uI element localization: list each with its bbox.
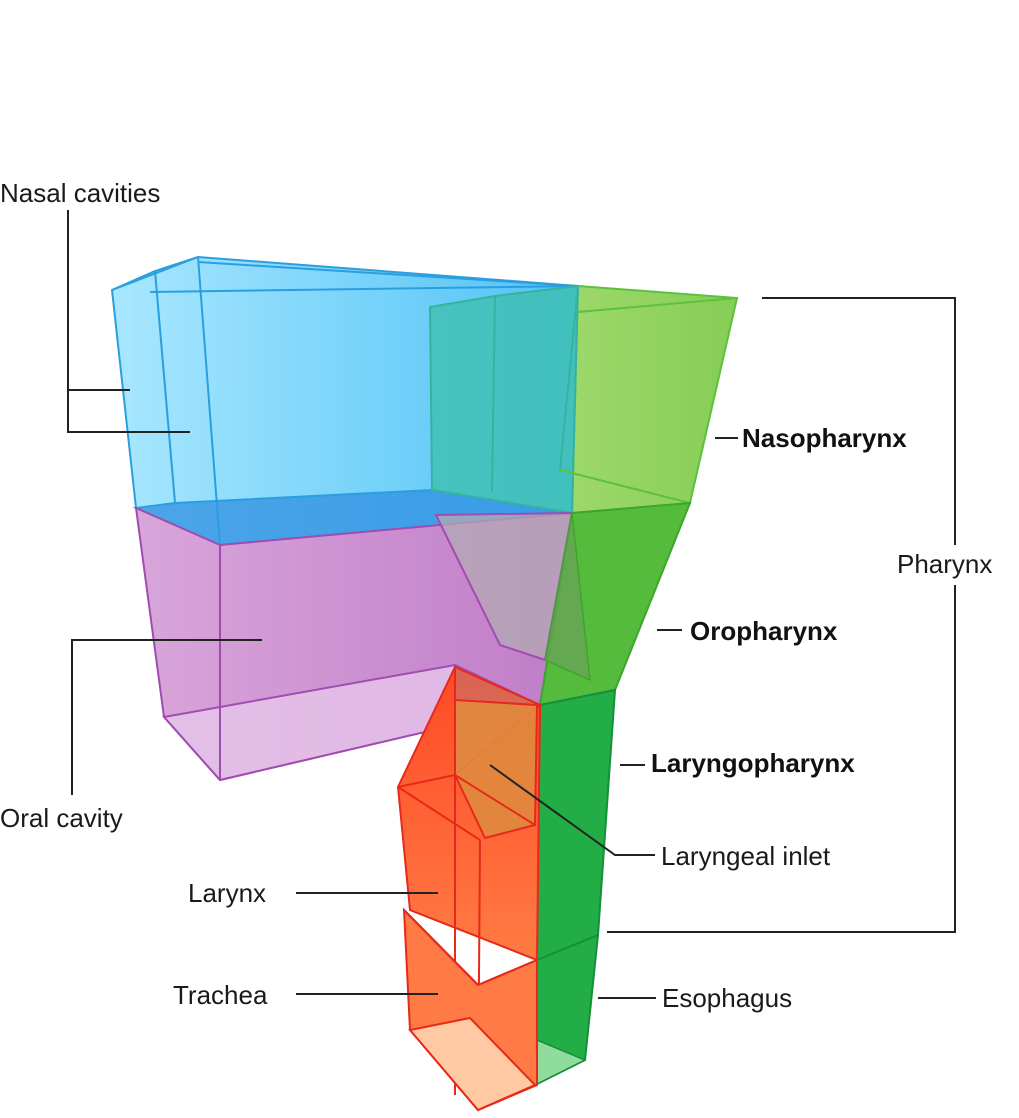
label-laryngeal-inlet: Laryngeal inlet bbox=[661, 841, 831, 871]
label-oropharynx: Oropharynx bbox=[690, 616, 838, 646]
label-pharynx: Pharynx bbox=[897, 549, 992, 579]
label-nasal-cavities: Nasal cavities bbox=[0, 178, 160, 208]
label-nasopharynx: Nasopharynx bbox=[742, 423, 907, 453]
laryngopharynx-shape bbox=[535, 690, 615, 1085]
label-esophagus: Esophagus bbox=[662, 983, 792, 1013]
label-oral-cavity: Oral cavity bbox=[0, 803, 123, 833]
label-larynx: Larynx bbox=[188, 878, 266, 908]
label-trachea: Trachea bbox=[173, 980, 268, 1010]
label-laryngopharynx: Laryngopharynx bbox=[651, 748, 855, 778]
nasopharynx-shape bbox=[430, 286, 737, 513]
